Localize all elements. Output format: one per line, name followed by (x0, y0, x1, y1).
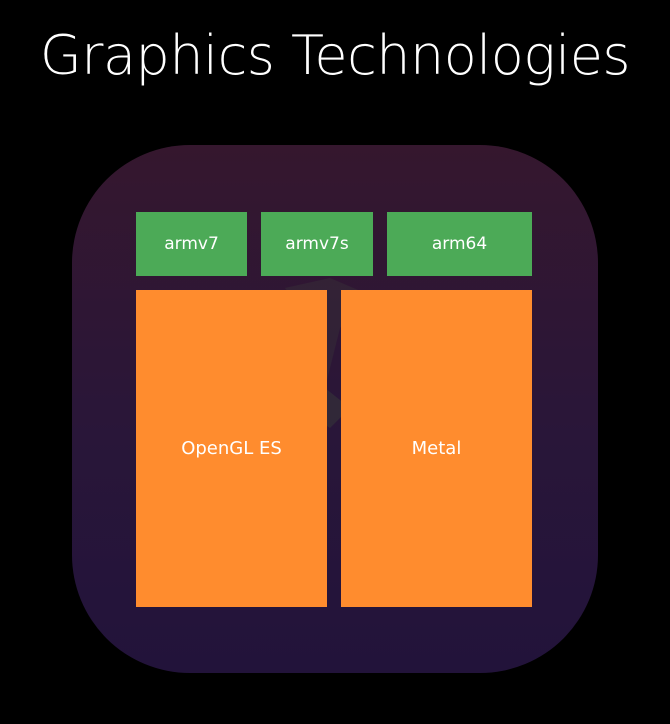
arch-armv7-block: armv7 (136, 212, 247, 276)
slide-title: Graphics Technologies (39, 24, 631, 87)
arch-armv7s-block: armv7s (261, 212, 373, 276)
tech-opengl-es-block: OpenGL ES (136, 290, 327, 607)
arch-arm64-block: arm64 (387, 212, 532, 276)
tech-metal-block: Metal (341, 290, 532, 607)
